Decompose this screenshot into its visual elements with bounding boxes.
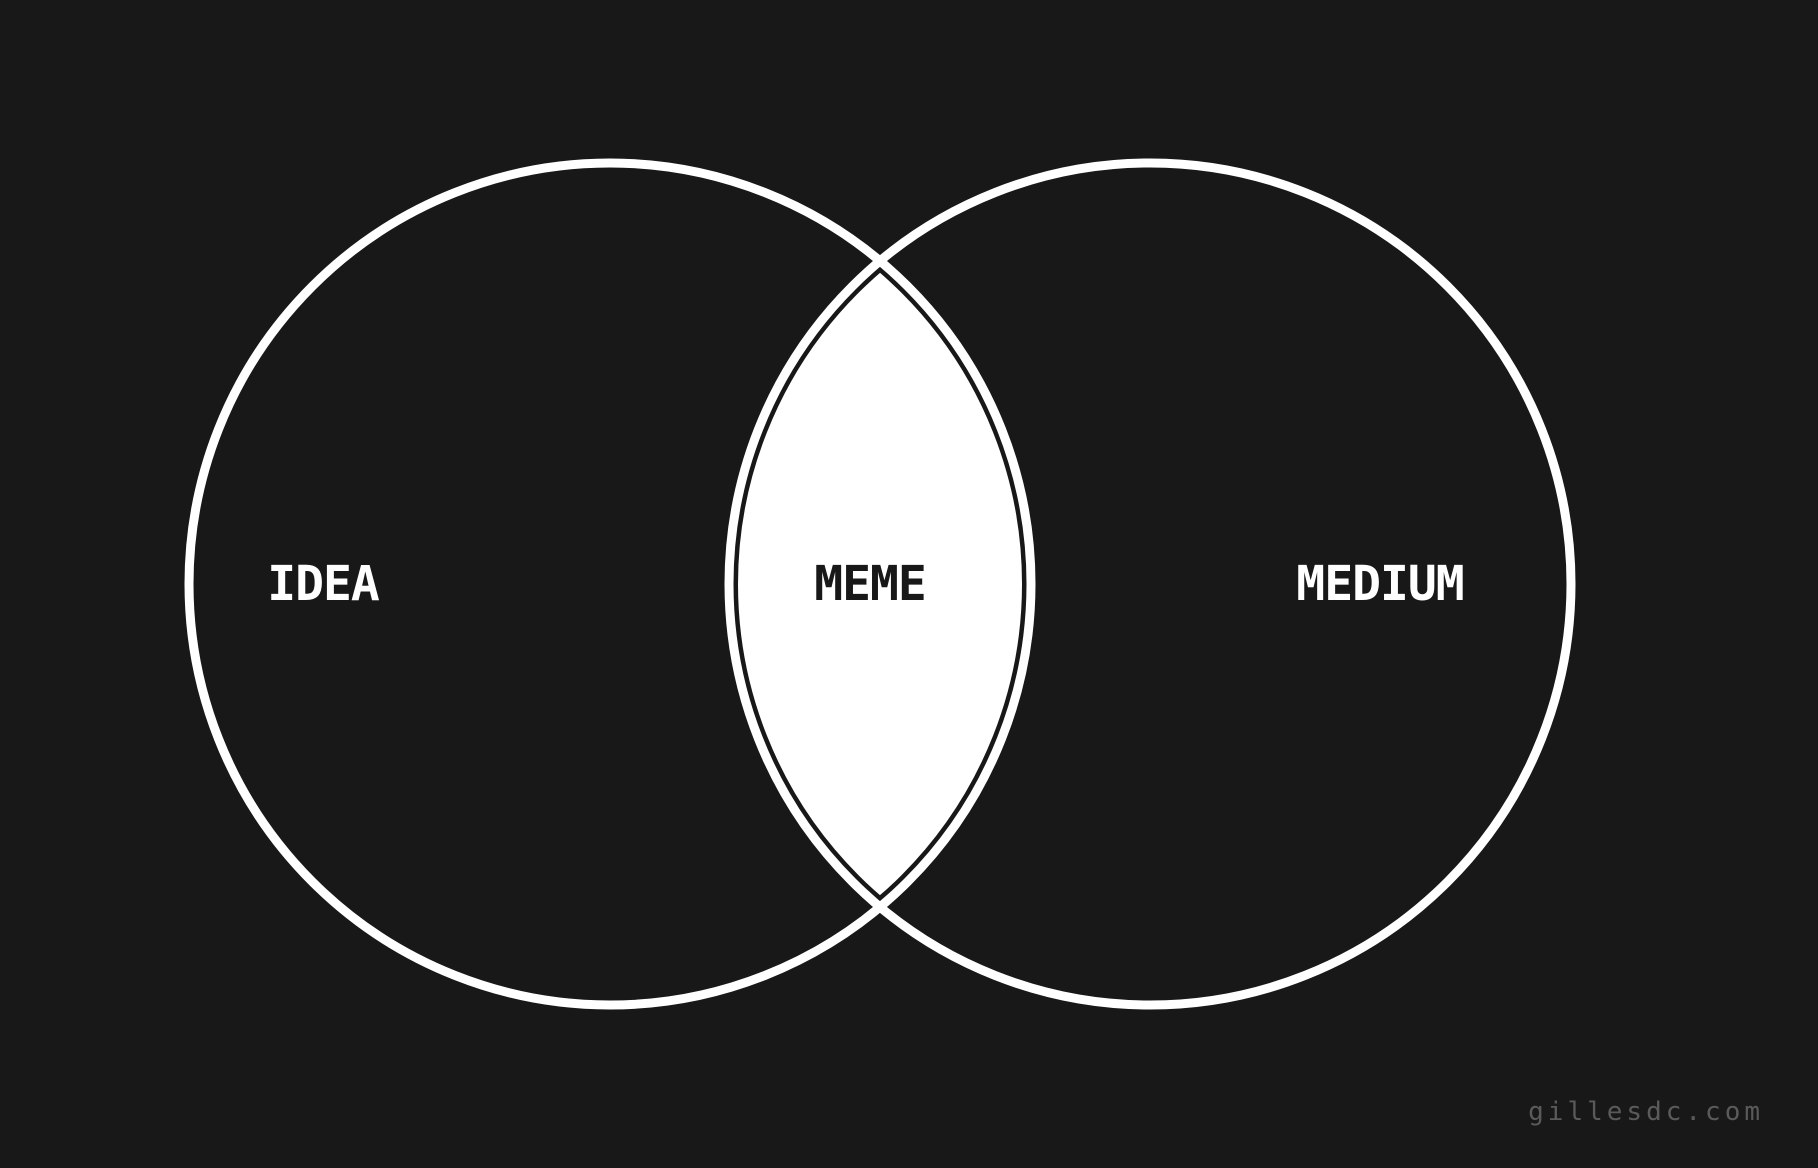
label-medium: MEDIUM xyxy=(1296,556,1463,612)
watermark-text: gillesdc.com xyxy=(1528,1097,1764,1127)
circle-right xyxy=(724,158,1576,1010)
label-meme: MEME xyxy=(814,556,926,612)
label-idea: IDEA xyxy=(267,556,380,612)
intersection-lens xyxy=(729,163,1031,1005)
circle-left xyxy=(184,158,1036,1010)
